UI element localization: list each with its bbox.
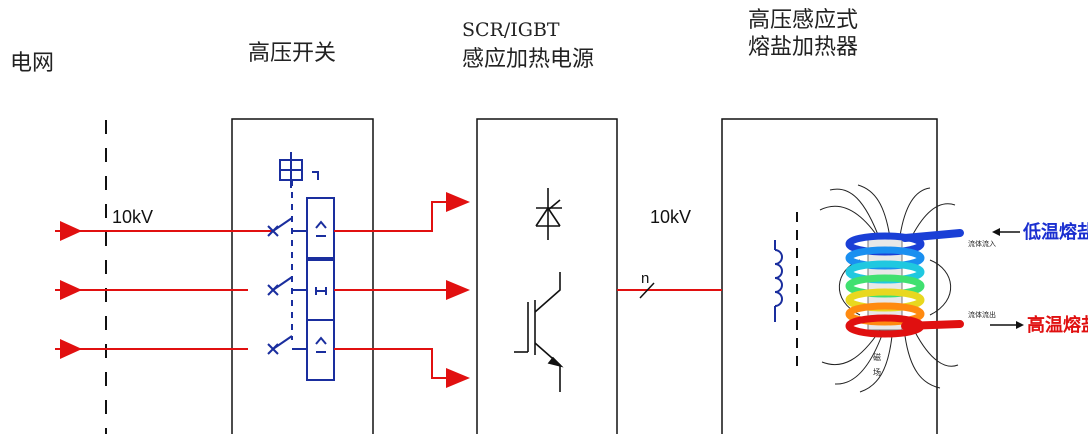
- three-phase-input: [55, 221, 248, 359]
- out-arrow-1: [446, 192, 470, 212]
- out-arrow-3: [446, 368, 470, 388]
- power-supply-box: [476, 118, 618, 434]
- n-slash: [639, 282, 655, 299]
- field-label-2: 场: [873, 368, 881, 377]
- input-arrow-3: [60, 339, 82, 359]
- output-voltage-label: 10kV: [650, 207, 691, 227]
- field-label-1: 磁: [873, 352, 881, 362]
- hv-switch-box: [231, 118, 374, 434]
- input-arrow-2: [60, 280, 82, 300]
- hv-switch-label: 高压开关: [248, 41, 336, 66]
- heater-label-line2: 熔盐加热器: [748, 35, 858, 60]
- fluid-in-label: 流体流入: [968, 239, 996, 248]
- switch-symbols: [248, 152, 335, 381]
- low-temp-salt-label: 低温熔盐: [1022, 221, 1088, 243]
- input-arrow-1: [60, 221, 82, 241]
- high-temp-salt-label: 高温熔盐: [1027, 314, 1088, 336]
- power-supply-label-line1: SCR/IGBT: [462, 19, 560, 41]
- switch-output-lines: [334, 201, 458, 379]
- heater-coil: [845, 229, 964, 338]
- igbt-icon: [514, 272, 564, 392]
- thyristor-icon: [535, 188, 562, 240]
- heater-label-line1: 高压感应式: [748, 8, 858, 33]
- power-supply-label-line2: 感应加热电源: [462, 47, 594, 72]
- out-arrow-2: [446, 280, 470, 300]
- input-voltage-label: 10kV: [112, 207, 153, 227]
- heater-box: [721, 118, 938, 434]
- inductor-icon: [774, 240, 783, 322]
- fluid-out-label: 流体流出: [968, 310, 996, 319]
- grid-label: 电网: [10, 51, 54, 76]
- n-label: n: [641, 270, 649, 287]
- field-lines: [819, 184, 959, 393]
